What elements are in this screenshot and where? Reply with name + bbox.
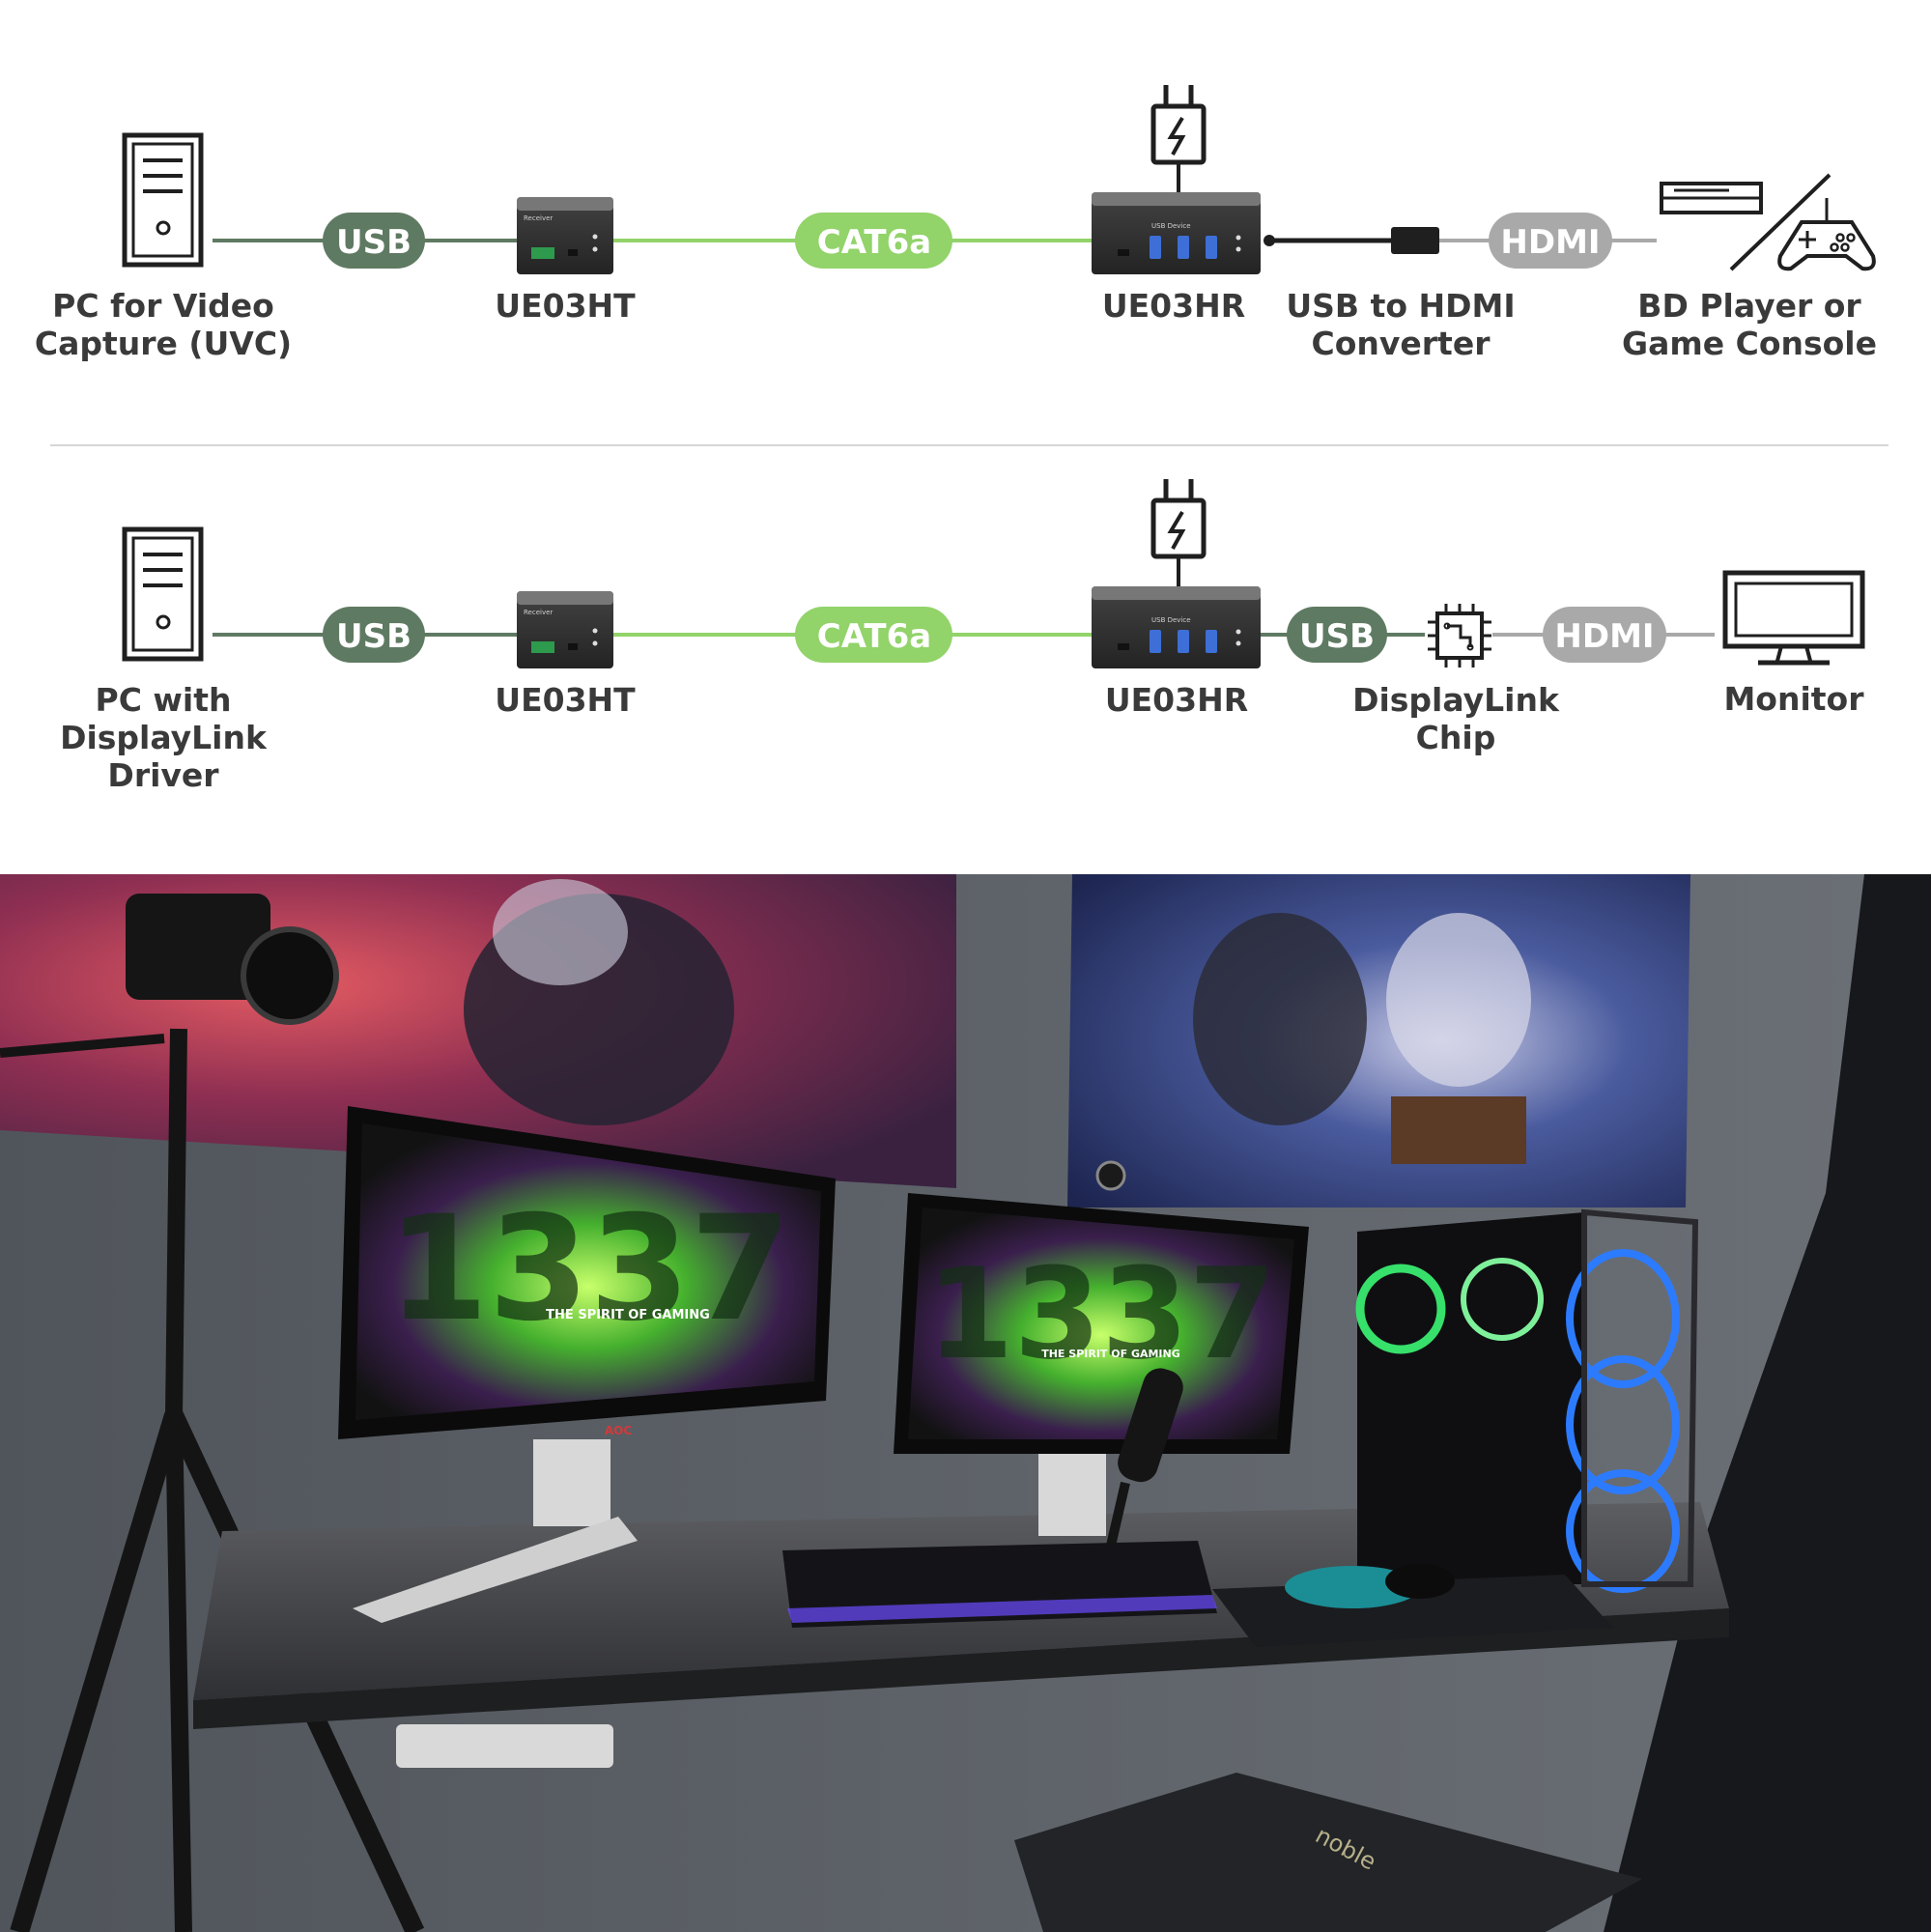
row2-usb2-pill-text: USB — [1299, 617, 1375, 656]
chair-armrest: noble — [1014, 1773, 1642, 1932]
row1-hdmi-pill — [1489, 213, 1612, 269]
row1-ue03ht-device: Receiver — [517, 197, 613, 274]
webcam-icon — [1095, 1160, 1126, 1191]
row1-sink-label-line1: BD Player or — [1637, 287, 1861, 325]
row1-converter-label-line2: Converter — [1312, 325, 1491, 362]
row1-hdmi-pill-text: HDMI — [1500, 223, 1600, 262]
row1-cat6a-pill-text: CAT6a — [817, 223, 931, 262]
monitor-brand-left: AOC — [605, 1424, 632, 1437]
row2-hdmi-pill — [1543, 607, 1666, 663]
row1-sink-label-line2: Game Console — [1622, 325, 1877, 362]
connection-diagram: PC for Video Capture (UVC) USB Receiver … — [35, 85, 1888, 794]
pc-tower-icon — [122, 526, 204, 662]
poster-right — [1067, 874, 1690, 1208]
row1-ht-header: Receiver — [524, 214, 553, 222]
row1-cable-plug — [1264, 235, 1275, 246]
row1-receiver-label: UE03HR — [1102, 287, 1245, 325]
row2-cat6a-pill — [795, 607, 952, 663]
row2-source-label-line2: DisplayLink — [60, 719, 268, 756]
row2-transmitter-label: UE03HT — [495, 681, 636, 719]
row1: PC for Video Capture (UVC) USB Receiver … — [35, 85, 1877, 362]
row1-source-label-line2: Capture (UVC) — [35, 325, 292, 362]
camera-tripod — [0, 894, 425, 1932]
microphone — [1106, 1368, 1183, 1548]
chair-back — [1604, 874, 1931, 1932]
row2-ue03ht-device: Receiver — [517, 591, 613, 668]
screen-big-text-2: 1337 — [926, 1240, 1276, 1387]
row2-usb-pill-text: USB — [336, 617, 412, 656]
monitor-icon — [1722, 570, 1865, 666]
pc-case — [1355, 1208, 1699, 1593]
mousepad — [1212, 1564, 1613, 1647]
row1-converter-label-line1: USB to HDMI — [1286, 287, 1515, 325]
row1-converter-box — [1391, 227, 1439, 254]
bd-console-separator — [1729, 173, 1832, 271]
row2-receiver-label: UE03HR — [1105, 681, 1248, 719]
monitor-right: 1337 THE SPIRIT OF GAMING — [894, 1160, 1309, 1536]
row2-ue03hr-device: USB Device — [1092, 586, 1261, 668]
screen-big-text: 1337 — [387, 1185, 790, 1353]
row2-sink-label: Monitor — [1723, 680, 1864, 718]
row1-usb-pill-text: USB — [336, 223, 412, 262]
keyboard — [782, 1541, 1217, 1628]
row1-transmitter-label: UE03HT — [495, 287, 636, 325]
row2-usb2-pill — [1287, 607, 1387, 663]
game-controller-icon — [1777, 198, 1876, 271]
row2-hdmi-pill-text: HDMI — [1554, 617, 1654, 656]
screen-tagline: THE SPIRIT OF GAMING — [546, 1308, 710, 1322]
monitor-left: 1337 THE SPIRIT OF GAMING AOC — [338, 1106, 836, 1623]
row1-usb-pill — [323, 213, 425, 269]
gaming-setup-photo: 1337 THE SPIRIT OF GAMING AOC 1337 THE S… — [0, 874, 1931, 1932]
row1-ue03hr-device: USB Device — [1092, 192, 1261, 274]
row2-source-label-line1: PC with — [96, 681, 232, 719]
row2-source-label-line3: Driver — [107, 756, 219, 794]
row2-hr-header: USB Device — [1151, 616, 1191, 624]
row1-source-label-line1: PC for Video — [52, 287, 274, 325]
row1-cat6a-pill — [795, 213, 952, 269]
row2-ht-header: Receiver — [524, 609, 553, 616]
bd-player-icon — [1660, 182, 1763, 214]
screen-tagline-2: THE SPIRIT OF GAMING — [1041, 1348, 1180, 1360]
row2-cat6a-pill-text: CAT6a — [817, 617, 931, 656]
chip-icon — [1428, 604, 1491, 668]
photo-illustration: 1337 THE SPIRIT OF GAMING AOC 1337 THE S… — [0, 874, 1931, 1932]
row2: PC with DisplayLink Driver USB Receiver … — [60, 479, 1865, 794]
row2-power-adapter-icon — [1150, 479, 1207, 586]
row2-usb-pill — [323, 607, 425, 663]
row2-chip-label-line2: Chip — [1416, 719, 1496, 756]
row2-chip-label-line1: DisplayLink — [1352, 681, 1560, 719]
row1-hr-header: USB Device — [1151, 222, 1191, 230]
desk-control-panel — [396, 1724, 613, 1768]
pc-tower-icon — [122, 132, 204, 268]
row1-power-adapter-icon — [1150, 85, 1207, 193]
